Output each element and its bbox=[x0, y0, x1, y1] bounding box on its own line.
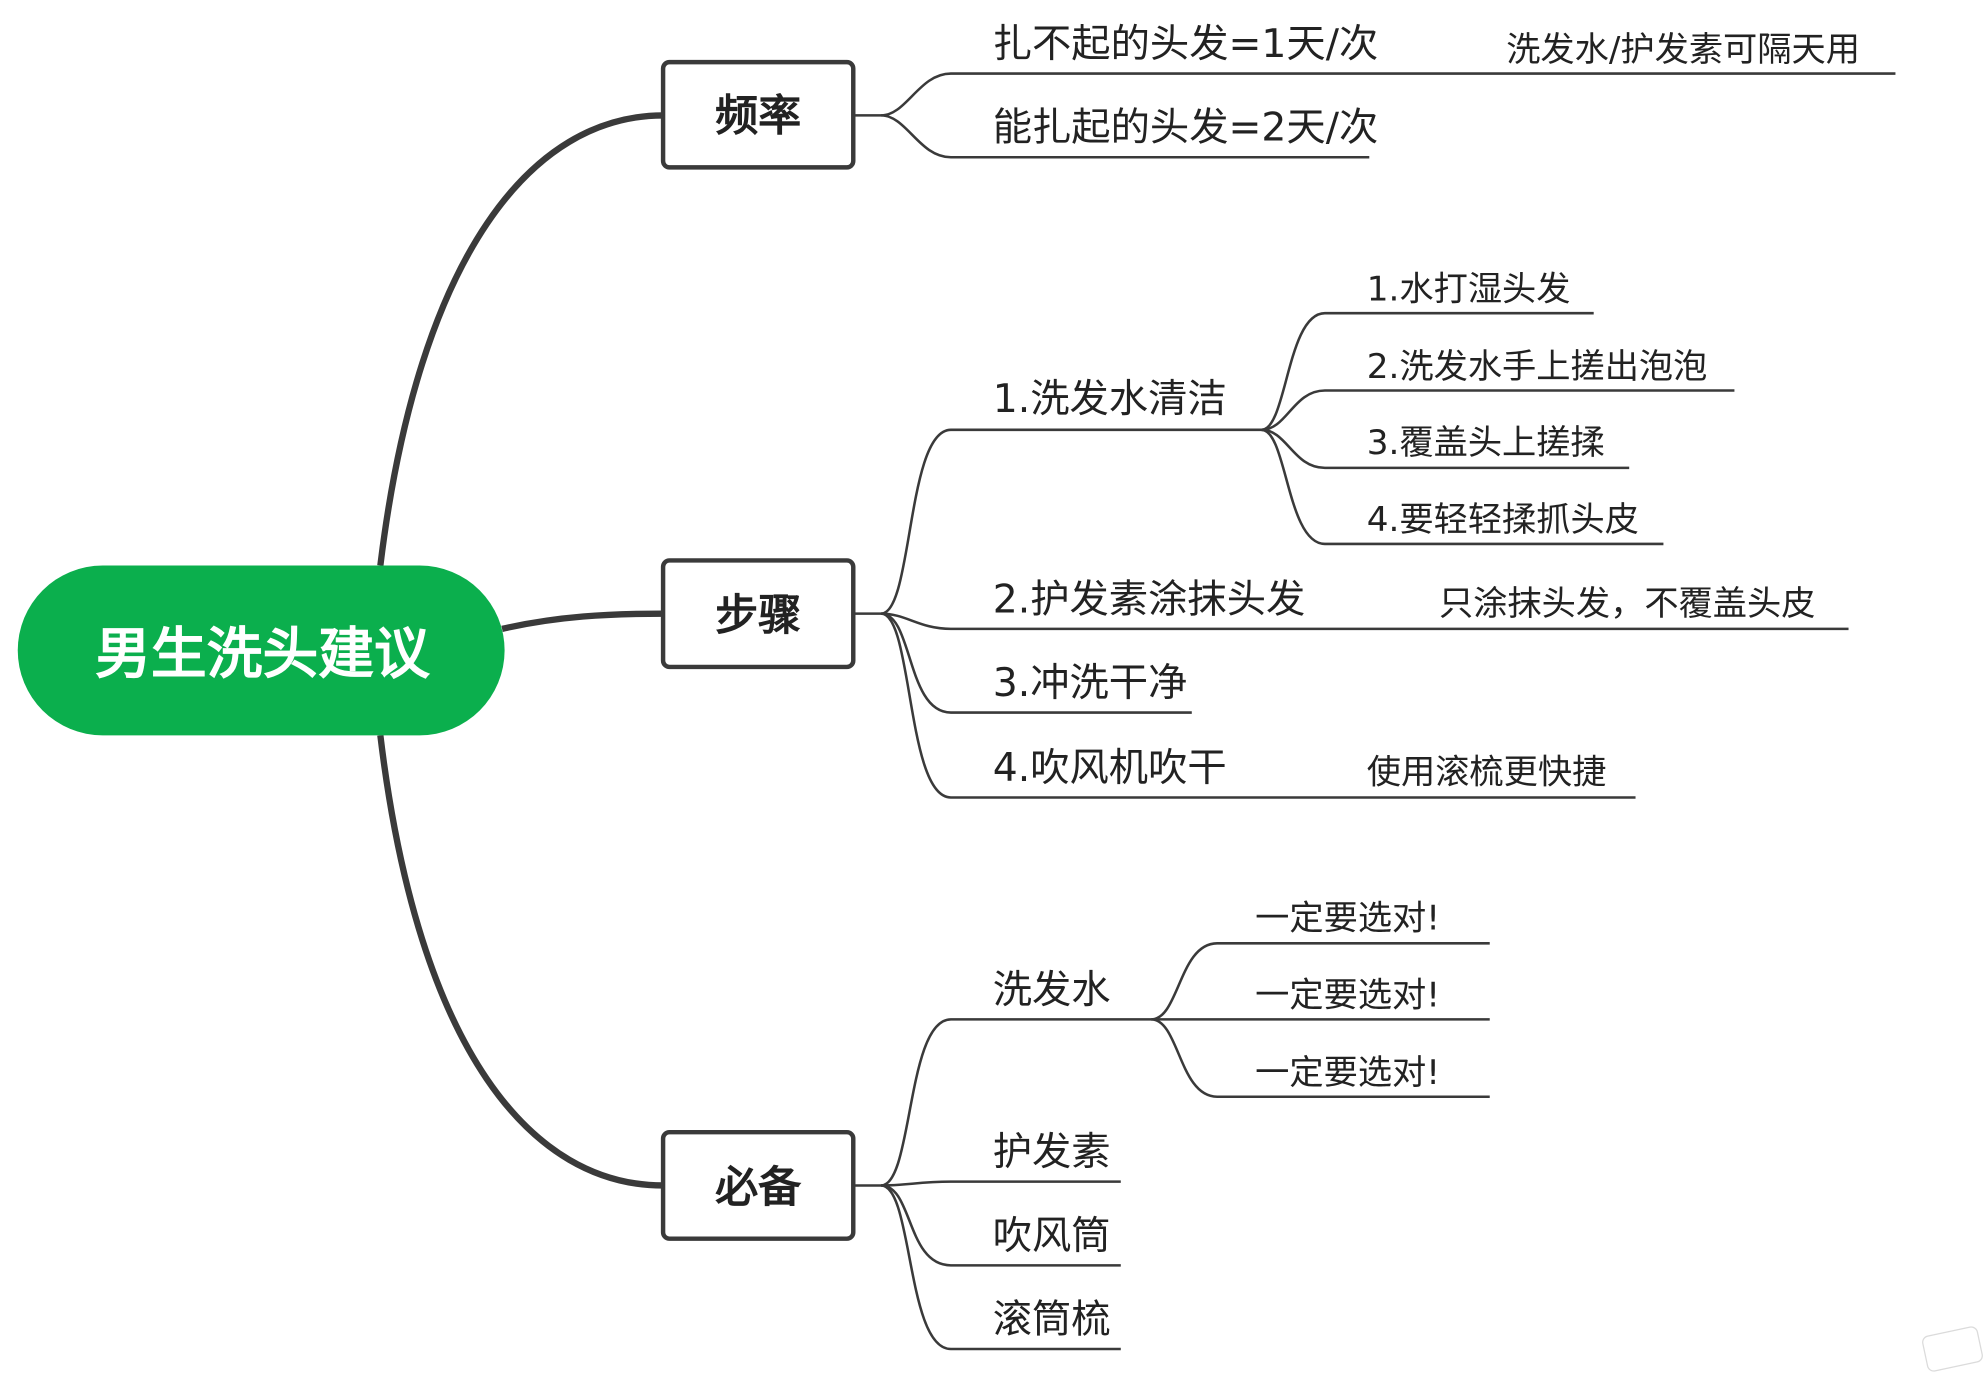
essentials-item-4[interactable]: 滚筒梳 bbox=[993, 1298, 1111, 1343]
node-steps-label: 步骤 bbox=[715, 591, 801, 641]
connector-root-steps bbox=[501, 610, 664, 632]
frequency-item-2[interactable]: 能扎起的头发=2天/次 bbox=[993, 106, 1379, 151]
node-frequency-label: 频率 bbox=[715, 92, 801, 142]
connector-root-frequency bbox=[377, 112, 664, 566]
steps-sub-3[interactable]: 3.覆盖头上搓揉 bbox=[1367, 423, 1605, 463]
essentials-item-3[interactable]: 吹风筒 bbox=[993, 1214, 1111, 1259]
steps-item-1[interactable]: 1.洗发水清洁 bbox=[993, 377, 1227, 422]
branch-essentials: 必备 洗发水 一定要选对! 一定要选对! 一定要选对! 护发素 吹风筒 滚筒梳 bbox=[660, 898, 1490, 1351]
steps-sub-2[interactable]: 2.洗发水手上搓出泡泡 bbox=[1367, 347, 1708, 387]
watermark-logo bbox=[1922, 1326, 1983, 1372]
frequency-item-1[interactable]: 扎不起的头发=1天/次 bbox=[993, 22, 1379, 67]
essentials-sub-3[interactable]: 一定要选对! bbox=[1255, 1053, 1440, 1093]
essentials-sub-2[interactable]: 一定要选对! bbox=[1255, 976, 1440, 1016]
branch-steps: 步骤 1.洗发水清洁 1.水打湿头发 2.洗发水手上搓出泡泡 3.覆盖头上搓揉 … bbox=[660, 270, 1849, 799]
steps-item-4[interactable]: 4.吹风机吹干 bbox=[993, 746, 1227, 791]
steps-sub-4[interactable]: 4.要轻轻揉抓头皮 bbox=[1367, 500, 1639, 540]
steps-note-4: 使用滚梳更快捷 bbox=[1367, 753, 1607, 793]
essentials-item-2[interactable]: 护发素 bbox=[993, 1130, 1111, 1175]
node-frequency[interactable] bbox=[660, 59, 856, 170]
frequency-note-1: 洗发水/护发素可隔天用 bbox=[1506, 30, 1860, 70]
root-label: 男生洗头建议 bbox=[95, 622, 431, 687]
steps-item-3[interactable]: 3.冲洗干净 bbox=[993, 661, 1188, 706]
essentials-item-1[interactable]: 洗发水 bbox=[993, 968, 1111, 1013]
steps-item-2[interactable]: 2.护发素涂抹头发 bbox=[993, 577, 1306, 622]
node-essentials[interactable] bbox=[660, 1129, 856, 1241]
steps-sub-1[interactable]: 1.水打湿头发 bbox=[1367, 270, 1571, 310]
connector-root-essentials bbox=[377, 734, 664, 1189]
essentials-sub-1[interactable]: 一定要选对! bbox=[1255, 898, 1440, 938]
branch-frequency: 频率 扎不起的头发=1天/次 洗发水/护发素可隔天用 能扎起的头发=2天/次 bbox=[660, 22, 1896, 170]
node-steps[interactable] bbox=[660, 558, 856, 670]
root-node[interactable]: 男生洗头建议 bbox=[17, 565, 505, 736]
steps-note-2: 只涂抹头发，不覆盖头皮 bbox=[1439, 584, 1815, 624]
node-essentials-label: 必备 bbox=[715, 1163, 802, 1213]
